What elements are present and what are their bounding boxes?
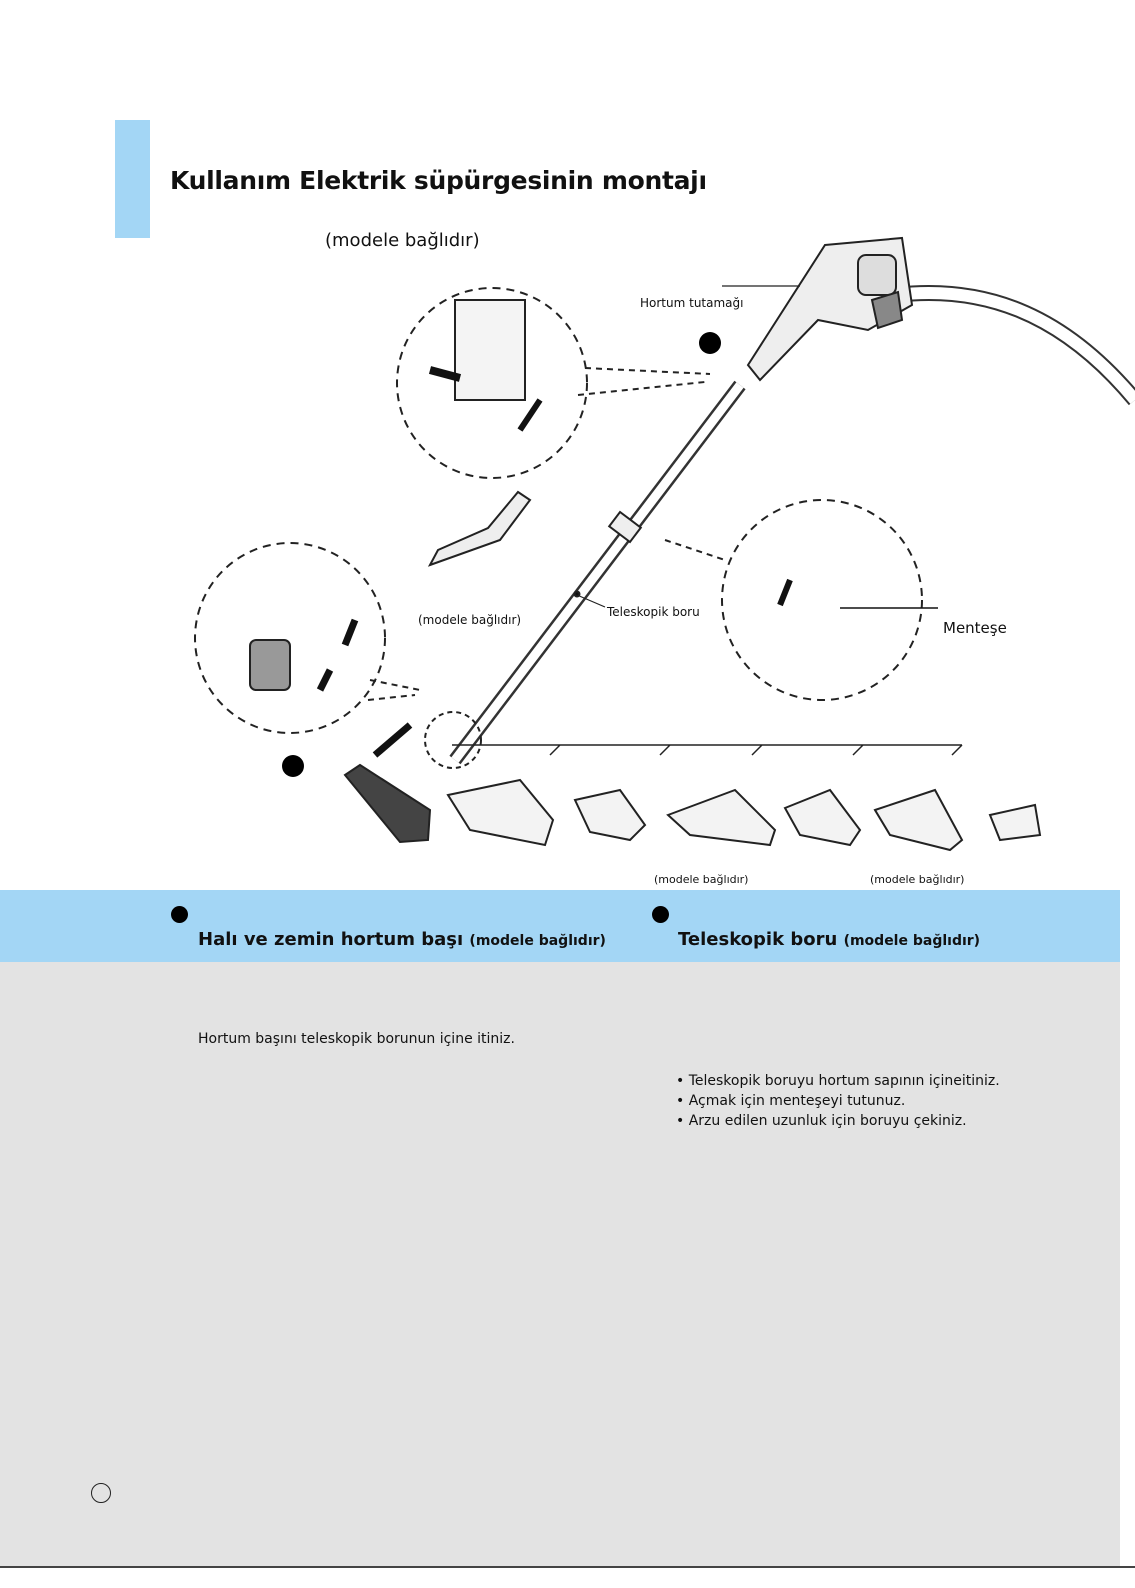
nozzle-model-note: (modele bağlıdır): [418, 613, 522, 627]
left-instruction: Hortum başını teleskopik borunun içine i…: [198, 1031, 515, 1047]
page-title: Kullanım Elektrik süpürgesinin montajı: [170, 166, 707, 195]
section-title-left: Halı ve zemin hortum başı (modele bağlıd…: [198, 929, 606, 950]
detail-circle-top: [396, 287, 588, 479]
section-tab-marker: [115, 120, 150, 238]
instruction-bullet: • Açmak için menteşeyi tutunuz.: [676, 1093, 906, 1109]
instruction-bullet: • Arzu edilen uzunluk için boruyu çekini…: [676, 1113, 967, 1129]
assembly-illustration: [194, 236, 1135, 852]
telescopic-pipe-label: Teleskopik boru: [607, 605, 700, 619]
detail-circle-right: [721, 499, 923, 701]
page-number-marker: [91, 1483, 111, 1503]
footer-rule: [0, 1566, 1135, 1568]
section-header-band: [0, 890, 1120, 962]
bottom-model-note-2: (modele bağlıdır): [870, 873, 965, 886]
section-title-right: Teleskopik boru (modele bağlıdır): [678, 929, 980, 950]
step-bullet-left: [171, 906, 188, 923]
right-instructions: • Teleskopik boruyu hortum sapının içine…: [676, 1071, 1000, 1131]
instructions-panel: [0, 962, 1120, 1566]
instruction-bullet: • Teleskopik boruyu hortum sapının içine…: [676, 1073, 1000, 1089]
hinge-label: Menteşe: [943, 619, 1007, 637]
section-title-right-text: Teleskopik boru: [678, 929, 838, 950]
section-title-left-note: (modele bağlıdır): [469, 933, 606, 949]
section-title-left-text: Halı ve zemin hortum başı: [198, 929, 464, 950]
section-title-right-note: (modele bağlıdır): [843, 933, 981, 949]
hose-handle-label: Hortum tutamağı: [640, 296, 744, 310]
step-bullet-right: [652, 906, 669, 923]
detail-circle-left: [194, 542, 386, 734]
model-note: (modele bağlıdır): [325, 230, 480, 251]
bottom-model-note-1: (modele bağlıdır): [654, 873, 749, 886]
crevice-accessory: [427, 490, 532, 567]
main-nozzle: [343, 763, 432, 844]
nozzle-variants: [446, 778, 1042, 852]
